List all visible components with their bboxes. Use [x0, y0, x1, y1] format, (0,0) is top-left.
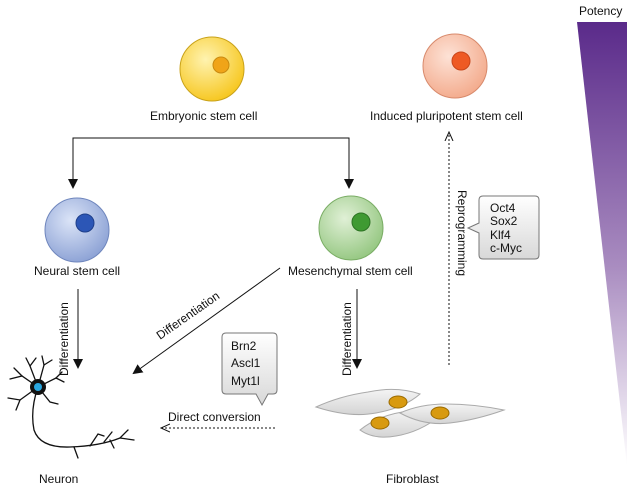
mesenchymal-to-neuron-arrow	[132, 267, 281, 375]
ipsc-cell	[422, 33, 488, 99]
differentiation-right-label: Differentiation	[340, 302, 354, 376]
factor-brn2: Brn2	[231, 339, 257, 353]
fibroblast-nucleus	[370, 416, 390, 430]
fibroblast-label: Fibroblast	[386, 472, 439, 486]
reprogramming-factors-box: Oct4 Sox2 Klf4 c-Myc	[466, 195, 540, 260]
factor-sox2: Sox2	[490, 214, 518, 228]
ipsc-nucleus	[451, 51, 471, 71]
neuron-label: Neuron	[39, 472, 78, 486]
neural-stem-cell-label: Neural stem cell	[34, 264, 120, 278]
neural-stem-cell	[44, 197, 110, 263]
neural-nucleus	[75, 213, 95, 233]
direct-conversion-label: Direct conversion	[168, 410, 261, 424]
factor-ascl1: Ascl1	[231, 356, 261, 370]
potency-label: Potency	[579, 4, 622, 18]
fibroblast-illustration	[314, 388, 506, 438]
factor-klf4: Klf4	[490, 228, 511, 242]
mesenchymal-stem-cell-label: Mesenchymal stem cell	[288, 264, 413, 278]
factor-oct4: Oct4	[490, 201, 516, 215]
ipsc-label: Induced pluripotent stem cell	[370, 109, 523, 123]
fibroblast-nucleus	[388, 395, 408, 409]
embryonic-nucleus	[212, 56, 230, 74]
mesenchymal-stem-cell	[318, 195, 384, 261]
neuron-illustration	[7, 355, 135, 459]
fibroblast-nucleus	[430, 406, 450, 420]
differentiation-left-label: Differentiation	[57, 302, 71, 376]
embryonic-stem-cell-label: Embryonic stem cell	[150, 109, 257, 123]
neuron-nucleus	[34, 383, 42, 391]
conversion-factors-box: Brn2 Ascl1 Myt1l	[221, 332, 278, 407]
embryonic-stem-cell	[179, 36, 245, 102]
potency-triangle	[577, 22, 627, 466]
reprogramming-label: Reprogramming	[455, 190, 469, 276]
mesenchymal-nucleus	[351, 212, 371, 232]
embryonic-branch-line	[72, 137, 354, 189]
factor-c-myc: c-Myc	[490, 241, 522, 255]
factor-myt1l: Myt1l	[231, 374, 260, 388]
